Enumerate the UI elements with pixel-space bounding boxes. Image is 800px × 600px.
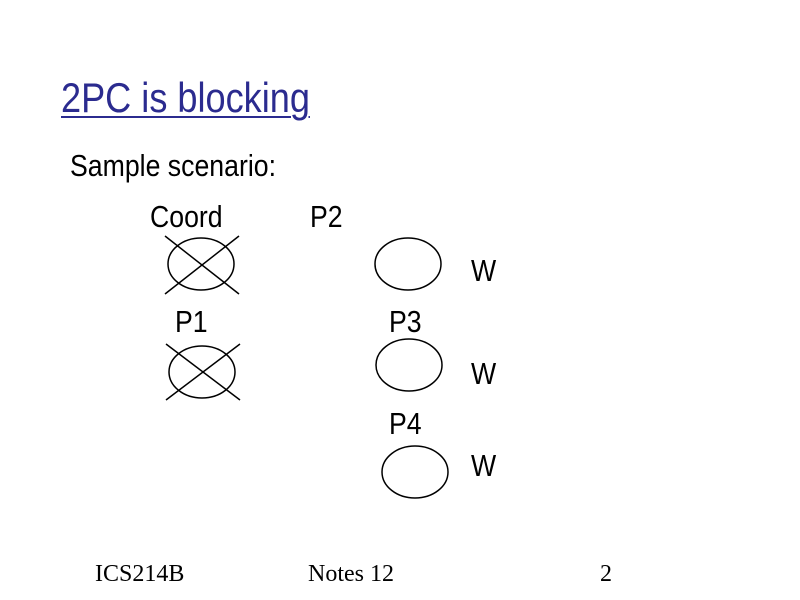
p1-failed-node xyxy=(165,343,241,401)
footer-course: ICS214B xyxy=(95,561,185,587)
p3-node xyxy=(375,338,443,392)
p4-label: P4 xyxy=(389,406,422,441)
p2-label: P2 xyxy=(310,199,343,234)
footer-notes: Notes 12 xyxy=(308,561,394,587)
p3-label: P3 xyxy=(389,304,422,339)
p1-label: P1 xyxy=(175,304,208,339)
p3-state-label: W xyxy=(471,356,497,391)
p4-node xyxy=(381,445,449,499)
footer-page-number: 2 xyxy=(600,561,612,587)
coord-label: Coord xyxy=(150,199,223,234)
p4-state-label: W xyxy=(471,448,497,483)
slide-title: 2PC is blocking xyxy=(61,74,310,121)
scenario-label: Sample scenario: xyxy=(70,148,276,183)
coord-failed-node xyxy=(164,235,240,295)
p2-state-label: W xyxy=(471,253,497,288)
p2-node xyxy=(374,237,442,291)
